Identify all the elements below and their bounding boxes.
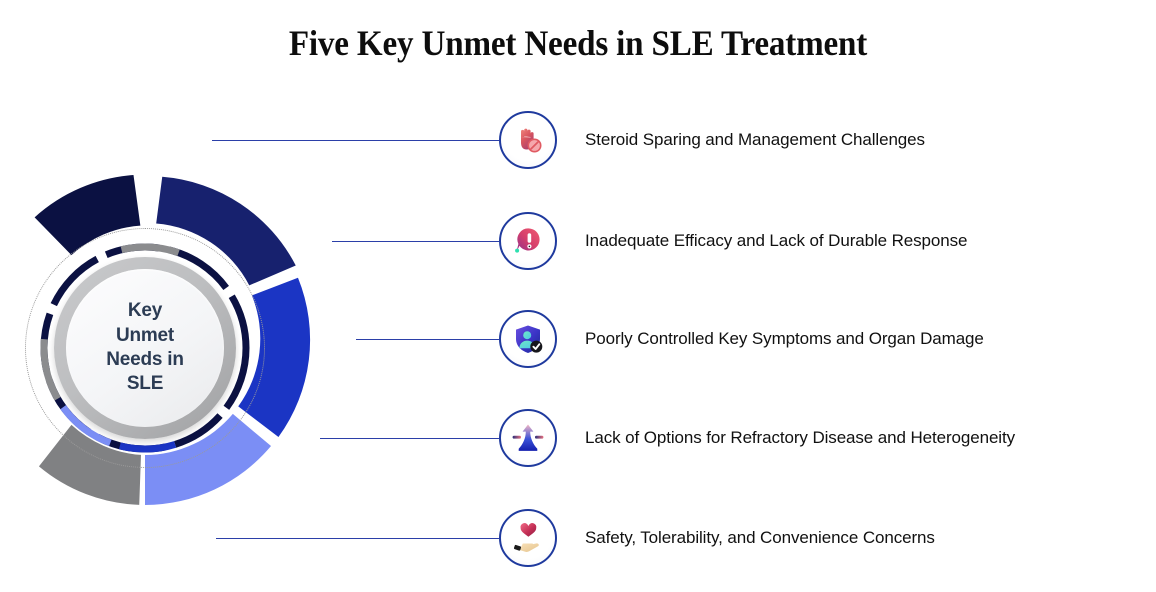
ring-dash-gray-bottom <box>40 243 250 453</box>
dashed-accent-ring <box>40 243 250 453</box>
donut-chart <box>20 110 380 570</box>
connector-line-3 <box>356 339 499 340</box>
hand-stop-prohibited-icon[interactable] <box>499 111 557 169</box>
exclamation-alert-icon[interactable] <box>499 212 557 270</box>
need-label-4: Lack of Options for Refractory Disease a… <box>585 428 1016 447</box>
need-label-1: Steroid Sparing and Management Challenge… <box>585 130 925 149</box>
donut-segment-4[interactable] <box>145 413 272 505</box>
need-row-4[interactable]: Lack of Options for Refractory Disease a… <box>0 408 1156 468</box>
center-medallion: Key Unmet Needs in SLE <box>25 228 265 468</box>
center-gray-ring: Key Unmet Needs in SLE <box>54 257 236 439</box>
shield-person-check-icon[interactable] <box>499 310 557 368</box>
connector-line-4 <box>320 438 499 439</box>
need-label-5: Safety, Tolerability, and Convenience Co… <box>585 528 935 547</box>
ring-dash-blue <box>40 243 250 453</box>
center-label: Key Unmet Needs in SLE <box>106 300 184 395</box>
ring-dash-gray-top <box>40 243 250 453</box>
donut-segment-2[interactable] <box>156 176 296 286</box>
need-row-1[interactable]: Steroid Sparing and Management Challenge… <box>0 110 1156 170</box>
connector-line-1 <box>212 140 499 141</box>
center-inner-disc: Key Unmet Needs in SLE <box>66 269 224 427</box>
need-label-3: Poorly Controlled Key Symptoms and Organ… <box>585 329 984 348</box>
need-label-2: Inadequate Efficacy and Lack of Durable … <box>585 231 968 250</box>
donut-segment-3[interactable] <box>238 277 311 437</box>
hand-holding-heart-icon[interactable] <box>499 509 557 567</box>
upward-arrow-limited-options-icon[interactable] <box>499 409 557 467</box>
page-title: Five Key Unmet Needs in SLE Treatment <box>288 23 868 63</box>
donut-segment-1[interactable] <box>34 175 141 256</box>
need-row-2[interactable]: Inadequate Efficacy and Lack of Durable … <box>0 211 1156 271</box>
need-row-5[interactable]: Safety, Tolerability, and Convenience Co… <box>0 508 1156 568</box>
connector-line-5 <box>216 538 499 539</box>
donut-segment-5[interactable] <box>38 424 141 505</box>
connector-line-2 <box>332 241 499 242</box>
need-row-3[interactable]: Poorly Controlled Key Symptoms and Organ… <box>0 309 1156 369</box>
